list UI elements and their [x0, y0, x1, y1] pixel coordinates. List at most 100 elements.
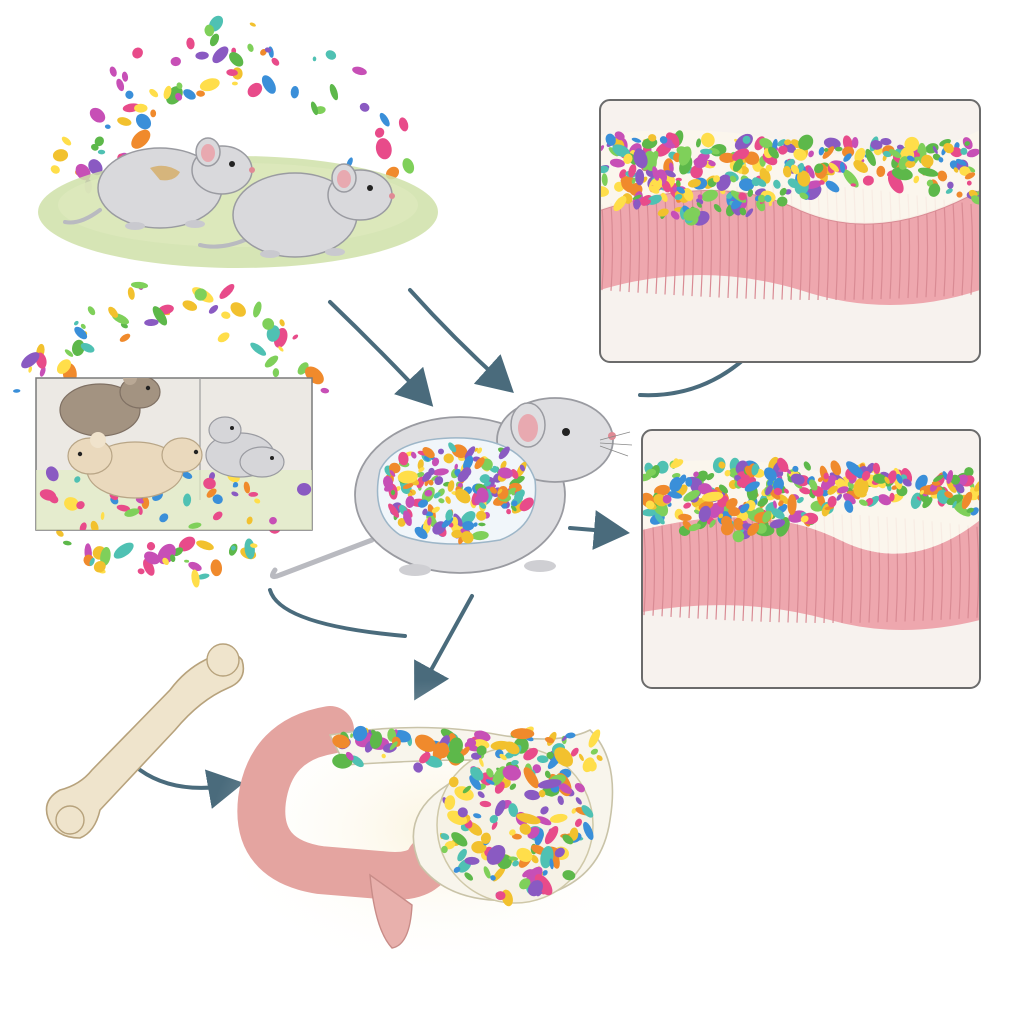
microbe — [777, 139, 786, 147]
microbe — [117, 117, 132, 126]
microbe — [474, 457, 485, 470]
microbe — [527, 880, 544, 897]
microbe — [844, 500, 854, 513]
microbe — [325, 50, 337, 60]
microbe — [464, 872, 474, 881]
microbe — [631, 177, 636, 184]
microbe — [956, 191, 963, 198]
microbe — [732, 158, 744, 172]
microbe — [778, 500, 784, 507]
microbe — [889, 149, 902, 159]
microbe — [390, 490, 396, 496]
microbe — [891, 167, 913, 181]
microbe — [253, 301, 262, 318]
microbe — [369, 731, 383, 749]
microbe — [79, 522, 87, 530]
microbe — [889, 492, 895, 502]
two-grey-mice-on-grass-icon — [63, 137, 395, 258]
microbe — [445, 496, 451, 504]
microbe — [175, 93, 183, 101]
microbe — [742, 135, 751, 144]
microbe — [523, 747, 538, 761]
microbe — [124, 508, 140, 517]
microbe — [469, 775, 482, 790]
caged-mice-group — [13, 281, 330, 588]
microbe — [451, 832, 468, 847]
microbe — [219, 284, 235, 299]
microbe — [196, 90, 205, 97]
villus-line — [673, 193, 677, 296]
microbe — [208, 305, 219, 314]
microbe — [701, 132, 715, 148]
microbe — [426, 513, 438, 528]
microbe — [960, 147, 968, 155]
microbe — [919, 489, 925, 495]
arrow-mouse-to-colon — [414, 594, 474, 701]
microbe — [473, 739, 490, 749]
microbe — [80, 342, 95, 353]
curve-tail-line — [268, 588, 407, 638]
microbe — [434, 476, 444, 486]
microbe — [447, 480, 455, 492]
microbe — [534, 874, 553, 896]
microbe — [729, 175, 737, 183]
microbe — [827, 496, 837, 508]
villus-line — [943, 199, 947, 297]
microbe — [199, 78, 220, 92]
mice-in-cage-icon — [35, 377, 313, 531]
microbe — [119, 333, 131, 342]
microbe — [511, 759, 519, 766]
microbe — [747, 189, 754, 197]
microbe — [254, 498, 261, 504]
microbe — [422, 508, 428, 516]
microbe — [698, 483, 713, 495]
microbe — [670, 459, 684, 469]
microbe — [414, 526, 428, 539]
microbe — [448, 776, 459, 788]
microbe — [462, 785, 472, 794]
microbe — [654, 513, 665, 525]
villus-line — [970, 203, 974, 295]
microbe — [443, 453, 454, 464]
top-panel-microbes — [600, 130, 980, 226]
microbe — [352, 66, 367, 76]
villus-line — [715, 519, 719, 620]
microbe — [217, 332, 230, 343]
microbe — [445, 509, 453, 521]
microbe — [457, 848, 467, 862]
microbe — [614, 131, 625, 141]
microbe — [511, 500, 518, 507]
microbe — [575, 797, 582, 805]
microbe — [497, 488, 503, 495]
arrow-bone-to-colon — [138, 768, 244, 809]
microbe — [264, 47, 272, 53]
microbe — [500, 460, 507, 470]
microbe — [569, 827, 579, 841]
microbe — [635, 168, 645, 186]
microbe — [498, 446, 510, 460]
microbe — [884, 476, 890, 484]
villus-line — [661, 525, 665, 617]
microbe — [538, 789, 546, 798]
microbe — [765, 164, 773, 172]
microbe — [509, 829, 516, 836]
microbe — [350, 733, 354, 738]
microbe — [39, 366, 46, 377]
microbe — [375, 138, 392, 160]
microbe — [438, 448, 444, 455]
microbe — [768, 146, 779, 159]
microbe — [137, 568, 145, 575]
microbe — [887, 470, 897, 484]
microbe — [446, 750, 465, 764]
villus-line — [691, 191, 695, 297]
microbe — [690, 165, 703, 179]
microbe — [262, 318, 275, 330]
colon-tube — [237, 706, 454, 900]
microbe — [645, 500, 655, 510]
microbe — [944, 491, 953, 499]
microbe — [807, 166, 815, 179]
microbe — [449, 737, 463, 755]
microbe — [853, 477, 869, 498]
microbe — [455, 488, 471, 504]
microbe — [195, 51, 209, 60]
